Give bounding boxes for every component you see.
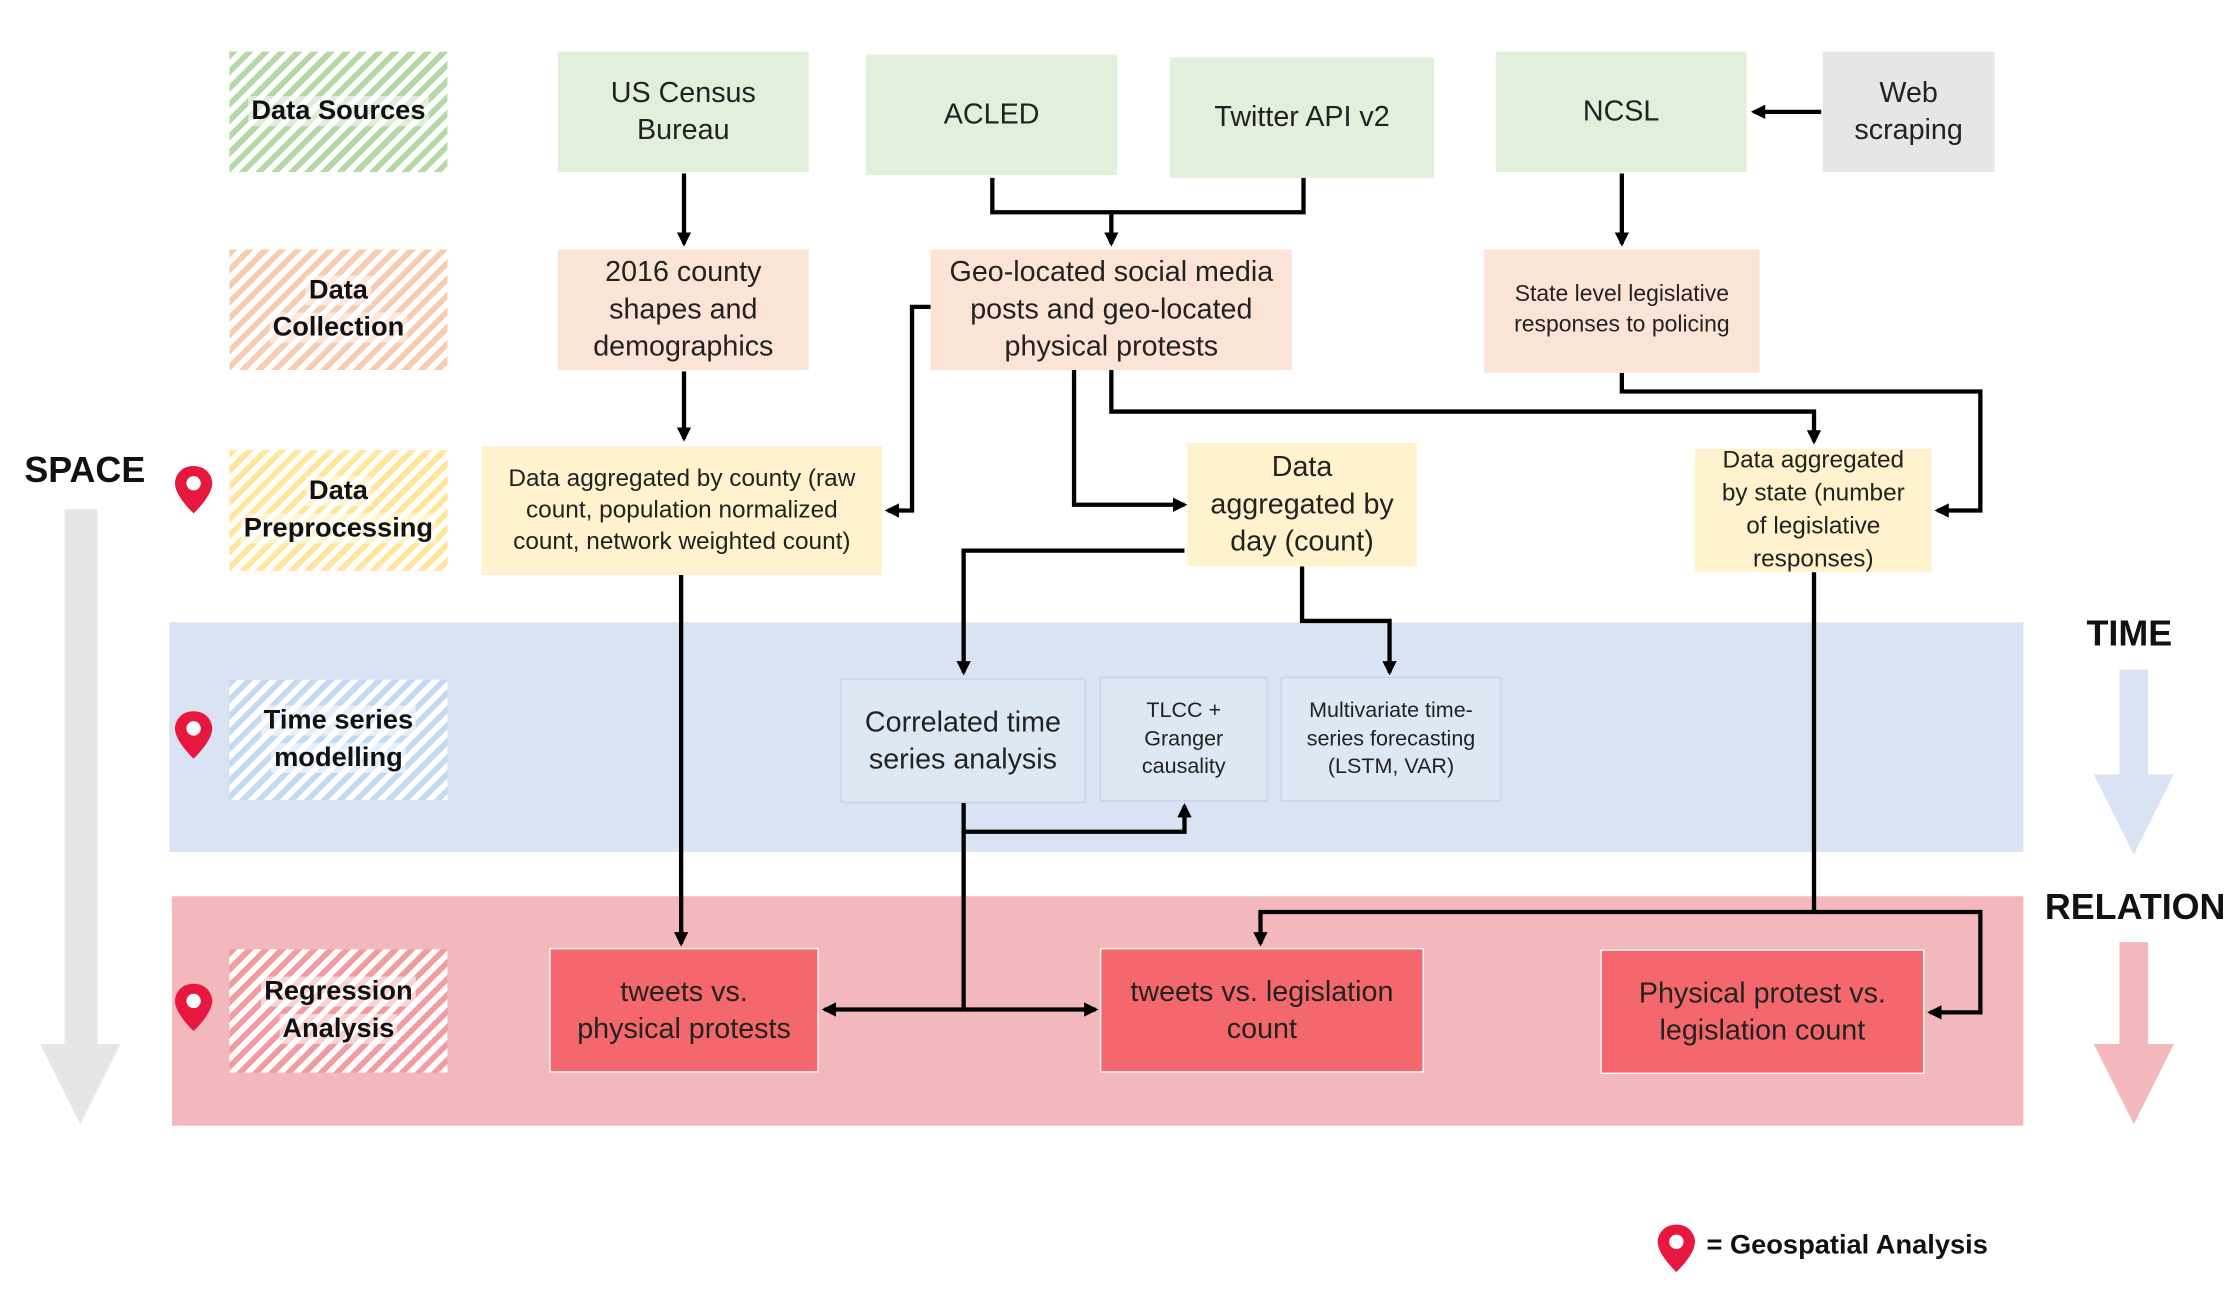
box-line: Bureau — [637, 114, 730, 147]
box-line: NCSL — [1582, 96, 1660, 128]
box-line: Twitter API v2 — [1214, 101, 1390, 134]
box-line: day (count) — [1230, 526, 1374, 558]
relation-label: RELATION — [2044, 887, 2226, 928]
preprocessing-by-state: Data aggregated by state (number of legisl… — [1694, 446, 1932, 573]
space-label: SPACE — [24, 450, 146, 491]
arrow-state-to-tweets-legislation — [1253, 909, 1815, 947]
box-line: Data aggregated — [1722, 446, 1905, 474]
stage-label-line: Data — [306, 476, 371, 507]
box-line: aggregated by — [1210, 488, 1394, 521]
box-line: tweets vs. legislation — [1130, 975, 1394, 1008]
box-line: US Census — [610, 77, 756, 109]
timeseries-multivariate: Multivariate time-series forecasting(LST… — [1280, 676, 1502, 802]
arrow-geo-to-county — [884, 304, 931, 518]
timeseries-correlated: Correlated time series analysis — [840, 678, 1086, 804]
box-line: Data — [1271, 451, 1333, 484]
box-line: count, population normalized — [525, 496, 838, 524]
box-line: TLCC + — [1146, 698, 1222, 724]
stage-time-series-modelling: Time series modelling — [229, 679, 448, 801]
map-pin-icon — [174, 466, 213, 514]
stage-label-line: Time series — [260, 706, 417, 737]
stage-label-line: Collection — [269, 312, 408, 343]
collection-geo-posts: Geo-located social media posts and geo-lo… — [930, 249, 1293, 370]
arrow-geo-to-day — [1071, 369, 1188, 512]
source-ncsl: NCSL — [1495, 51, 1747, 173]
arrow-day-to-multivariate — [1299, 566, 1397, 676]
box-line: Physical protest vs. — [1638, 977, 1886, 1009]
box-line: shapes and — [609, 293, 758, 326]
box-line: by state (number — [1721, 479, 1905, 507]
box-line: series analysis — [868, 743, 1057, 776]
box-line: responses to policing — [1514, 312, 1730, 337]
stage-label-line: modelling — [271, 742, 406, 773]
box-line: count — [1226, 1013, 1297, 1045]
relation-arrow — [2093, 942, 2174, 1125]
box-line: physical protests — [577, 1013, 791, 1045]
map-pin-icon — [1657, 1224, 1695, 1272]
legend-text: = Geospatial Analysis — [1706, 1230, 1988, 1261]
space-arrow — [40, 509, 121, 1125]
box-line: Multivariate time- — [1309, 698, 1473, 724]
stage-data-sources: Data Sources — [229, 51, 448, 173]
box-line: tweets vs. — [620, 975, 748, 1008]
box-line: responses) — [1752, 544, 1874, 573]
box-line: of legislative — [1746, 511, 1881, 540]
arrow-geo-to-state — [1109, 369, 1822, 445]
box-line: count, network weighted count) — [513, 527, 851, 556]
source-acled: ACLED — [866, 54, 1118, 175]
source-web-scraping: Web scraping — [1822, 51, 1995, 173]
box-line: Data aggregated by county (raw — [508, 464, 856, 492]
regression-tweets-protests: tweets vs. physical protests — [549, 947, 819, 1073]
stage-label-line: Data — [306, 275, 371, 306]
source-twitter: Twitter API v2 — [1170, 57, 1434, 178]
arrow-day-to-correlated — [956, 548, 1185, 676]
stage-label-line: Regression — [261, 977, 416, 1008]
box-line: physical protests — [1004, 331, 1219, 363]
map-pin-icon — [174, 711, 213, 759]
box-line: Web — [1879, 77, 1938, 109]
arrow-responses-to-state — [1619, 372, 1983, 518]
stage-label-line: Preprocessing — [240, 513, 436, 544]
box-line: Granger — [1144, 726, 1224, 752]
box-line: Correlated time — [864, 706, 1061, 738]
preprocessing-by-county: Data aggregated by county (raw count, pop… — [481, 445, 882, 576]
box-line: posts and geo-located — [970, 293, 1253, 326]
box-line: series forecasting — [1306, 726, 1476, 752]
time-arrow — [2093, 669, 2174, 855]
collection-state-responses: State level legislative responses to poli… — [1484, 249, 1760, 373]
stage-label-line: Analysis — [279, 1013, 398, 1044]
regression-tweets-legislation: tweets vs. legislation count — [1099, 947, 1424, 1073]
box-line: legislation count — [1659, 1014, 1866, 1047]
timeseries-band — [169, 622, 2024, 852]
box-line: scraping — [1854, 114, 1963, 147]
time-label: TIME — [2086, 613, 2173, 654]
preprocessing-by-day: Data aggregated by day (count) — [1187, 443, 1417, 567]
arrow-correlated-to-tlcc — [961, 803, 1192, 834]
stage-label-line: Data Sources — [248, 96, 429, 127]
box-line: State level legislative — [1514, 282, 1729, 308]
map-pin-icon — [174, 983, 213, 1032]
regression-protest-legislation: Physical protest vs. legislation count — [1600, 949, 1925, 1075]
box-line: (LSTM, VAR) — [1327, 754, 1455, 780]
connectors — [673, 104, 1983, 1020]
box-line: Geo-located social media — [949, 256, 1274, 289]
box-line: 2016 county — [605, 256, 762, 289]
box-line: causality — [1141, 754, 1226, 780]
arrow-state-to-protest-legislation — [1814, 909, 1983, 1020]
collection-county-shapes: 2016 county shapes and demographics — [557, 249, 809, 370]
box-line: ACLED — [943, 98, 1040, 131]
box-line: demographics — [593, 331, 774, 363]
line-acled-join — [990, 177, 1306, 215]
